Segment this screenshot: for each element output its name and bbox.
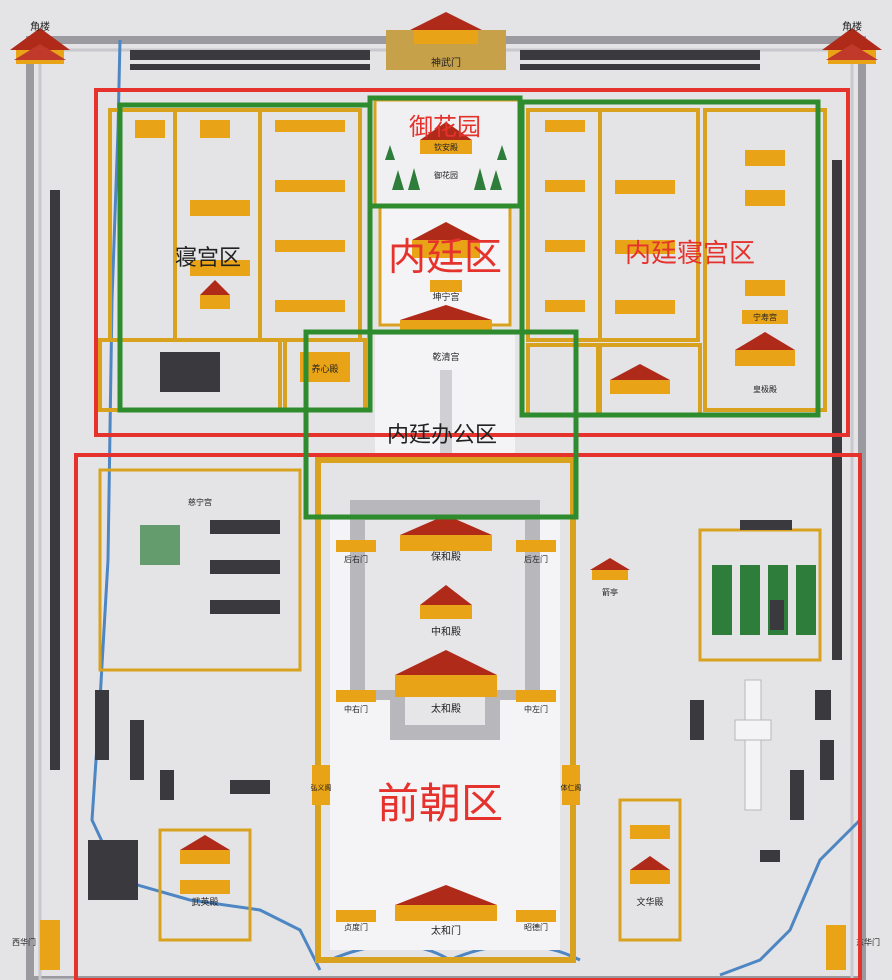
- svg-text:后左门: 后左门: [524, 554, 548, 564]
- corner-tower-right: 角楼: [822, 20, 882, 64]
- svg-text:御花园: 御花园: [434, 170, 458, 180]
- zone-residence-green: [117, 102, 373, 413]
- svg-text:东华门: 东华门: [856, 937, 880, 947]
- svg-text:昭德门: 昭德门: [524, 922, 548, 932]
- svg-text:中右门: 中右门: [344, 704, 368, 714]
- corner-tower-left: 角楼: [10, 20, 70, 64]
- svg-text:文华殿: 文华殿: [636, 896, 663, 908]
- label-residence-zone: 寝宫区: [175, 246, 241, 271]
- shenwumen-label: 神武门: [431, 56, 461, 69]
- svg-text:箭亭: 箭亭: [602, 587, 618, 597]
- zone-outer-court-red: [74, 453, 862, 980]
- zone-inner-residence-green: [519, 99, 821, 418]
- garden-trees: [385, 145, 507, 190]
- label-garden-zone: 御花园: [409, 113, 481, 141]
- svg-text:养心殿: 养心殿: [311, 363, 338, 375]
- svg-text:角楼: 角楼: [842, 20, 862, 33]
- label-outer-court-zone: 前朝区: [377, 779, 503, 828]
- svg-text:弘义阁: 弘义阁: [311, 783, 332, 792]
- svg-text:武英殿: 武英殿: [191, 896, 218, 908]
- baohedian-label: 保和殿: [431, 550, 461, 563]
- zone-inner-office-green: [303, 329, 579, 520]
- misc-buildings: [88, 600, 834, 900]
- taihedian-label: 太和殿: [431, 702, 461, 715]
- svg-text:后右门: 后右门: [344, 554, 368, 564]
- shenwumen-gate: 神武门: [386, 12, 506, 70]
- west-long-corridor: [50, 190, 60, 770]
- svg-text:慈宁宫: 慈宁宫: [188, 497, 212, 507]
- svg-text:体仁阁: 体仁阁: [561, 783, 582, 792]
- svg-text:钦安殿: 钦安殿: [434, 142, 458, 152]
- label-inner-court-zone: 内廷区: [388, 235, 502, 279]
- svg-text:西华门: 西华门: [12, 937, 36, 947]
- east-long-corridor: [832, 160, 842, 660]
- east-halls: 宁寿宫 皇极殿: [545, 120, 795, 394]
- outer-court: 保和殿 中和殿 太和殿 太和门 后右门 后左门 中右门 中左门 弘义阁 体仁阁 …: [311, 457, 582, 963]
- svg-text:中左门: 中左门: [524, 704, 548, 714]
- west-halls: 养心殿: [135, 120, 350, 392]
- label-inner-office-zone: 内廷办公区: [387, 423, 497, 448]
- west-outer-area: 慈宁宫 武英殿 西华门: [12, 468, 302, 970]
- svg-text:贞度门: 贞度门: [344, 922, 368, 932]
- zhonghedian-label: 中和殿: [431, 625, 461, 638]
- label-inner-residence-zone: 内廷寝宫区: [625, 239, 755, 269]
- svg-text:角楼: 角楼: [30, 20, 50, 33]
- svg-text:坤宁宫: 坤宁宫: [432, 291, 459, 303]
- svg-text:宁寿宫: 宁寿宫: [753, 312, 777, 322]
- svg-text:乾清宫: 乾清宫: [432, 351, 459, 363]
- zone-inner-court-red: [94, 88, 850, 437]
- east-residential-blocks: [526, 108, 827, 417]
- north-wall-bands: [130, 50, 760, 70]
- imperial-garden: 钦安殿 御花园: [373, 98, 522, 207]
- taihemen-label: 太和门: [431, 924, 461, 937]
- svg-text:皇极殿: 皇极殿: [753, 384, 777, 394]
